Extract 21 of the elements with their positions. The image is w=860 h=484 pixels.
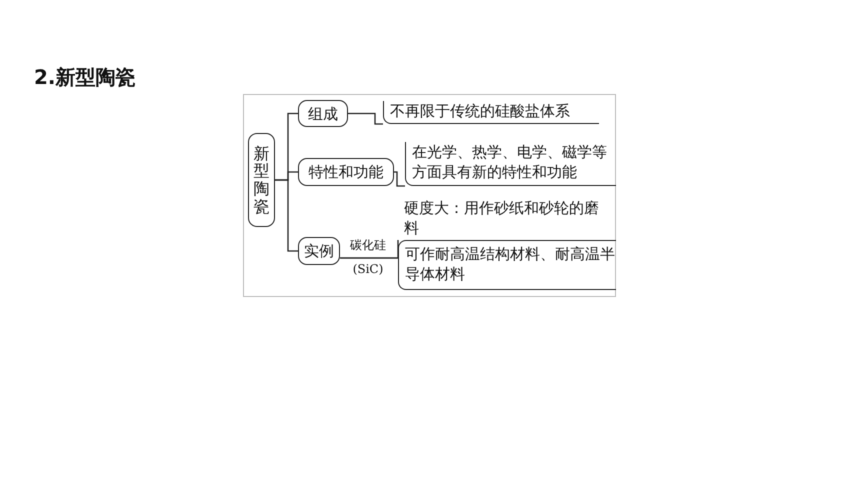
edge-label: 碳化硅 (SiC) [349, 237, 387, 278]
connector-line [394, 171, 405, 187]
node-text: 特性和功能 [308, 162, 384, 182]
node-text: 组成 [308, 104, 338, 124]
bracket-box [398, 240, 616, 290]
rounded-box [298, 237, 340, 265]
connector-line [340, 257, 398, 259]
node-text: 实例 [304, 241, 334, 261]
rounded-box [298, 158, 394, 186]
node-text: 新型陶瓷 [254, 144, 270, 216]
node-text: 硬度大：用作砂纸和砂轮的磨料 [404, 198, 600, 238]
node-text: 在光学、热学、电学、磁学等方面具有新的特性和功能 [412, 142, 608, 182]
connector-line [275, 179, 298, 252]
rounded-box [298, 100, 348, 127]
bracket-box [405, 142, 616, 186]
node-text: 可作耐高温结构材料、耐高温半导体材料 [405, 244, 616, 284]
node-text: 不再限于传统的硅酸盐体系 [390, 101, 571, 121]
bracket-box [383, 101, 599, 124]
connector-line [348, 112, 383, 125]
rounded-box [248, 133, 275, 227]
heading: 2.新型陶瓷 [34, 64, 136, 91]
